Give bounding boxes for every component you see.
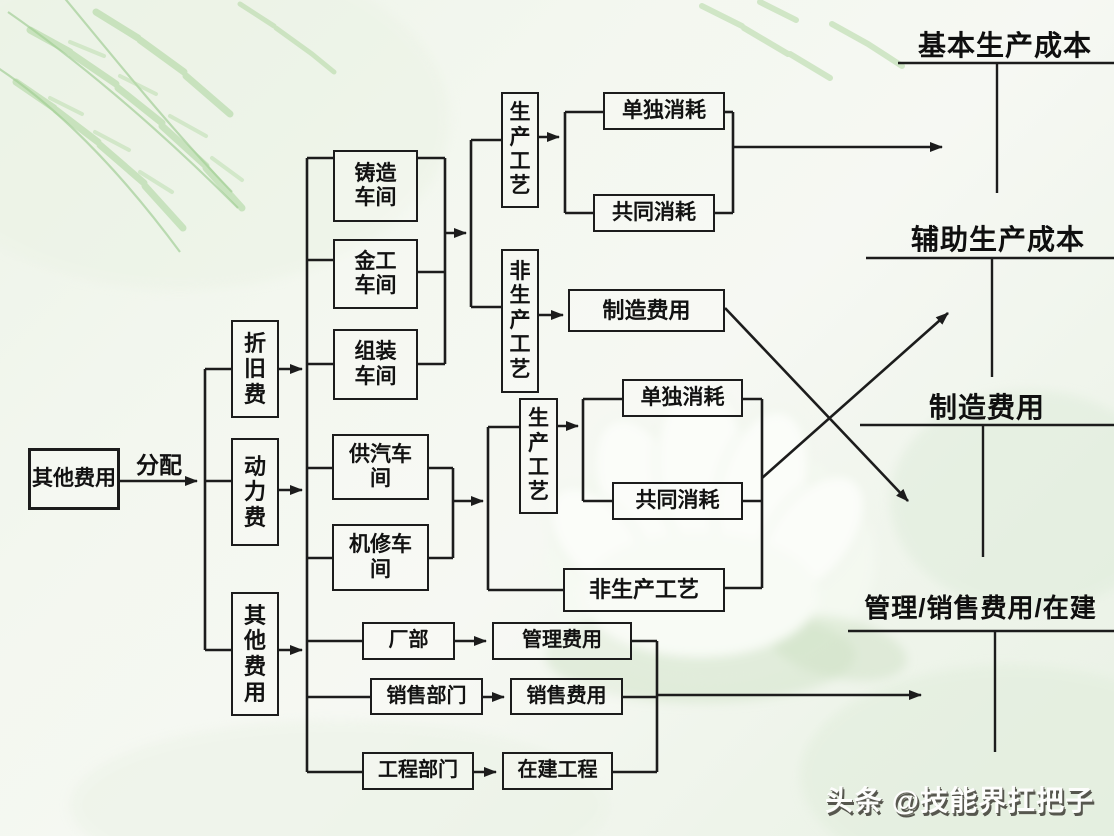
allocation-label: 分配 — [136, 452, 182, 478]
box-casting-workshop: 铸造 车间 — [333, 150, 418, 222]
box-admin-expense: 管理费用 — [492, 622, 632, 660]
watermark: 头条 @技能界扛把子 — [825, 785, 1095, 816]
box-selling-expense: 销售费用 — [510, 678, 623, 715]
box-production-process-1: 生 产 工 艺 — [501, 92, 539, 208]
box-common-consumption-1: 共同消耗 — [593, 194, 715, 232]
wash-bottom-left — [70, 720, 610, 836]
t-account-manufacturing-overhead: 制造费用 — [928, 392, 1045, 423]
box-assembly-workshop: 组装 车间 — [333, 329, 418, 400]
box-production-process-2: 生 产 工 艺 — [519, 398, 558, 514]
box-individual-consumption-2: 单独消耗 — [622, 379, 743, 417]
wash-right — [890, 390, 1114, 610]
box-construction-in-progress: 在建工程 — [502, 752, 613, 790]
box-individual-consumption-1: 单独消耗 — [603, 92, 725, 130]
box-power-fee: 动 力 费 — [231, 438, 279, 546]
box-engineering-department: 工程部门 — [362, 752, 474, 790]
willow-fronds — [0, 0, 905, 253]
wash-top-left — [0, 0, 450, 290]
box-common-consumption-2: 共同消耗 — [612, 482, 743, 520]
box-manufacturing-overhead: 制造费用 — [568, 289, 725, 332]
box-other-fees-source: 其他费用 — [28, 448, 120, 510]
box-sales-department: 销售部门 — [370, 678, 483, 715]
box-factory-hq: 厂部 — [362, 622, 455, 660]
box-machine-repair-workshop: 机修车 间 — [332, 524, 429, 591]
box-non-production-process-2: 非生产工艺 — [563, 568, 725, 612]
t-account-auxiliary-production-cost: 辅助生产成本 — [910, 224, 1085, 255]
t-account-admin-selling-construction: 管理/销售费用/在建 — [864, 593, 1097, 623]
box-non-production-process-1: 非 生 产 工 艺 — [501, 249, 539, 393]
box-depreciation-fee: 折 旧 费 — [231, 320, 279, 418]
lotus-flower — [545, 381, 907, 703]
t-account-basic-production-cost: 基本生产成本 — [917, 30, 1092, 61]
box-metalwork-workshop: 金工 车间 — [333, 239, 418, 309]
box-steam-workshop: 供汽车 间 — [332, 434, 429, 500]
box-other-fees: 其 他 费 用 — [231, 592, 279, 716]
wash-bottom-right — [800, 665, 1114, 836]
